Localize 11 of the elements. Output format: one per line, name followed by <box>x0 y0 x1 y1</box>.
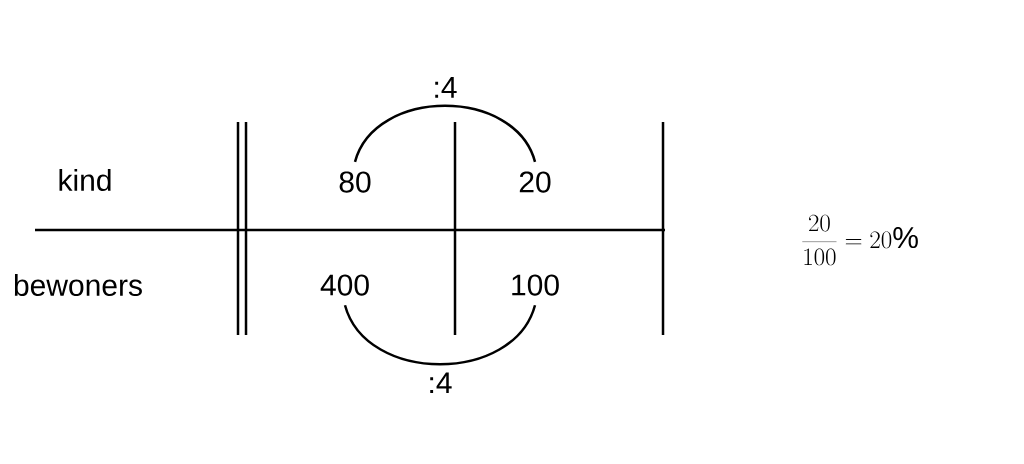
arc-connector <box>353 104 537 163</box>
fraction-formula: $\frac{20}{100} = 20\%$ <box>802 214 918 266</box>
row-label: kind <box>59 169 111 192</box>
edge-label: :4 <box>435 77 457 98</box>
table-cell: 20 <box>519 171 551 193</box>
table-cell: 100 <box>512 274 559 296</box>
arc-connector <box>343 304 537 366</box>
edge-label: :4 <box>430 372 452 394</box>
table-cell: 400 <box>320 274 369 296</box>
row-label: bewoners <box>14 274 142 297</box>
table-cell: 80 <box>339 171 371 193</box>
